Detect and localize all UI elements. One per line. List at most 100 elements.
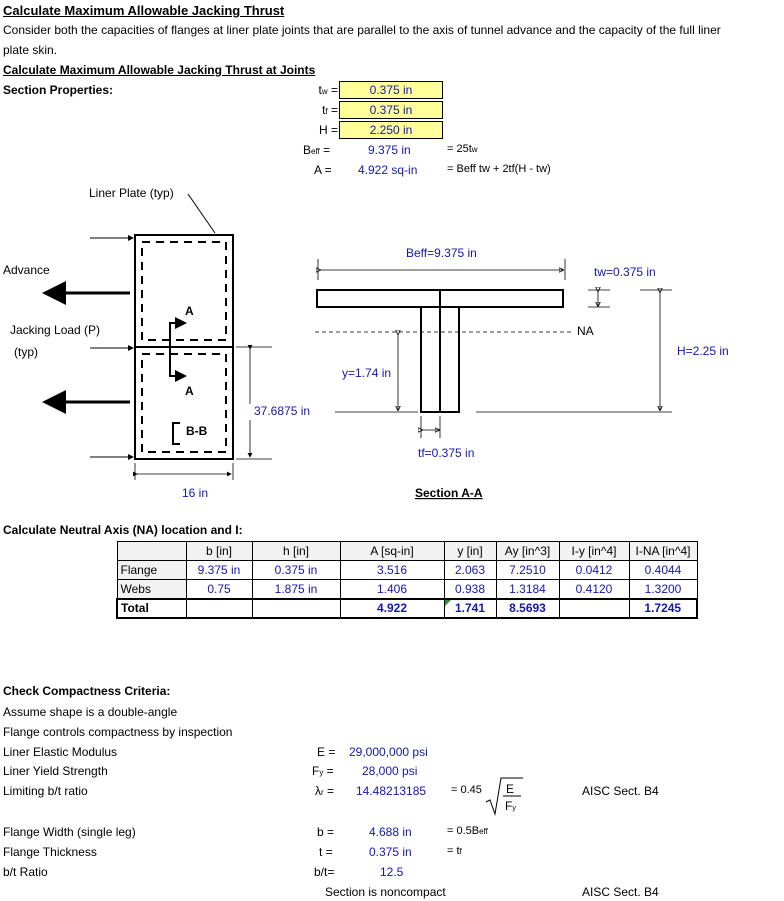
na-table-heading: Calculate Neutral Axis (NA) location and…: [3, 523, 243, 537]
area-formula: = Beff tw + 2tf(H - tw): [447, 163, 551, 175]
flange-thickness-formula: = tf: [447, 845, 462, 857]
intro-line-2: plate skin.: [3, 43, 58, 57]
cell: 0.0412: [558, 560, 630, 580]
table-row-webs: Webs 0.75 1.875 in 1.406 0.938 1.3184 0.…: [116, 579, 698, 599]
tw-label: tw =: [318, 83, 338, 97]
formula-fy: Fy: [505, 799, 516, 813]
cell: 3.516: [339, 560, 445, 580]
flange-width-label: Flange Width (single leg): [3, 825, 136, 839]
flange-thickness-value: 0.375 in: [369, 845, 412, 859]
compactness-result: Section is noncompact: [325, 885, 446, 899]
yield-symbol: Fy =: [312, 764, 334, 778]
modulus-symbol: E =: [317, 745, 336, 759]
height-dim-label: 37.6875 in: [254, 404, 310, 418]
tf-dim-label: tf=0.375 in: [418, 446, 474, 460]
limit-formula: = 0.45: [451, 784, 482, 796]
row-label: Flange: [116, 560, 187, 580]
cell: 8.5693: [495, 597, 560, 619]
y-dim-label: y=1.74 in: [342, 366, 391, 380]
na-label: NA: [577, 324, 594, 338]
cell: [558, 597, 630, 619]
flange-thickness-label: Flange Thickness: [3, 845, 97, 859]
cell: 1.741: [443, 597, 497, 619]
width-dim-label: 16 in: [182, 486, 208, 500]
cell: 0.938: [443, 579, 497, 599]
h-dim-label: H=2.25 in: [677, 344, 729, 358]
table-corner: [116, 541, 187, 561]
upper-panel: [134, 234, 234, 348]
cell: [251, 597, 341, 619]
modulus-label: Liner Elastic Modulus: [3, 745, 118, 759]
formula-e: E: [506, 782, 514, 796]
section-bb-label: B-B: [186, 424, 208, 438]
flange-width-formula: = 0.5Beff: [447, 825, 488, 837]
cell: 2.063: [443, 560, 497, 580]
t-web-right: [439, 306, 460, 413]
beff-dim-label: Beff=9.375 in: [406, 246, 477, 260]
modulus-value: 29,000,000 psi: [349, 745, 428, 759]
h-input[interactable]: 2.250 in: [339, 121, 443, 139]
section-cut-bb: [172, 422, 180, 445]
section-cut-upper: [169, 317, 187, 330]
tf-label: tf =: [322, 103, 338, 117]
compactness-heading: Check Compactness Criteria:: [3, 684, 171, 698]
jacking-typ-label: (typ): [14, 345, 38, 359]
col-header-b: b [in]: [185, 541, 253, 561]
comment-marker-icon: [444, 599, 451, 606]
cell: 0.4120: [558, 579, 630, 599]
bt-ratio-value: 12.5: [380, 865, 404, 879]
cell: 0.75: [185, 579, 253, 599]
compact-line-1: Assume shape is a double-angle: [3, 705, 178, 719]
compact-line-2: Flange controls compactness by inspectio…: [3, 725, 233, 739]
jacking-load-label: Jacking Load (P): [10, 323, 100, 337]
flange-width-symbol: b =: [317, 825, 335, 839]
table-row-flange: Flange 9.375 in 0.375 in 3.516 2.063 7.2…: [116, 560, 698, 580]
limit-value: 14.48213185: [356, 784, 427, 798]
sqrt-formula: E Fy: [485, 777, 523, 816]
area-label: A =: [314, 163, 332, 177]
liner-plate-label: Liner Plate (typ): [89, 186, 174, 200]
advance-label: Advance: [3, 263, 50, 277]
cell: 9.375 in: [185, 560, 253, 580]
row-label: Total: [116, 597, 187, 619]
col-header-ay: Ay [in^3]: [495, 541, 560, 561]
cell: [185, 597, 253, 619]
section-aa-label: Section A-A: [415, 486, 483, 500]
beff-label: Beff =: [303, 143, 331, 157]
cell: 1.3184: [495, 579, 560, 599]
section-cut-lower: [169, 330, 187, 382]
liner-plate-leader: [187, 193, 216, 234]
beff-value: 9.375 in: [368, 143, 411, 157]
yield-label: Liner Yield Strength: [3, 764, 108, 778]
sqrt-sign-icon: [485, 777, 523, 816]
col-header-y: y [in]: [443, 541, 497, 561]
na-table: b [in] h [in] A [sq-in] y [in] Ay [in^3]…: [116, 541, 698, 619]
aisc-ref-2: AISC Sect. B4: [582, 885, 659, 899]
cell: 1.406: [339, 579, 445, 599]
liner-plate-diagram: Liner Plate (typ) Advance Jacking Load (…: [3, 186, 310, 500]
section-a-bottom: A: [185, 384, 194, 398]
aisc-ref-1: AISC Sect. B4: [582, 784, 659, 798]
row-label: Webs: [116, 579, 187, 599]
limit-symbol: λr =: [315, 784, 335, 798]
tw-dim-label: tw=0.375 in: [594, 265, 656, 279]
cell: 1.7245: [628, 597, 698, 619]
area-value: 4.922 sq-in: [358, 163, 418, 177]
cell: 4.922: [339, 597, 445, 619]
lower-panel-dashed: [141, 353, 227, 453]
tw-input[interactable]: 0.375 in: [339, 81, 443, 99]
col-header-a: A [sq-in]: [339, 541, 445, 561]
beff-formula: = 25tw: [447, 143, 478, 155]
flange-width-value: 4.688 in: [369, 825, 412, 839]
tf-input[interactable]: 0.375 in: [339, 101, 443, 119]
col-header-h: h [in]: [251, 541, 341, 561]
bt-ratio-label: b/t Ratio: [3, 865, 48, 879]
cell: 1.875 in: [251, 579, 341, 599]
bt-ratio-symbol: b/t=: [314, 865, 335, 879]
limit-label: Limiting b/t ratio: [3, 784, 88, 798]
col-header-ina: I-NA [in^4]: [628, 541, 698, 561]
subtitle: Calculate Maximum Allowable Jacking Thru…: [3, 63, 316, 77]
section-properties-heading: Section Properties:: [3, 83, 114, 97]
col-header-iy: I-y [in^4]: [558, 541, 630, 561]
yield-value: 28,000 psi: [362, 764, 418, 778]
